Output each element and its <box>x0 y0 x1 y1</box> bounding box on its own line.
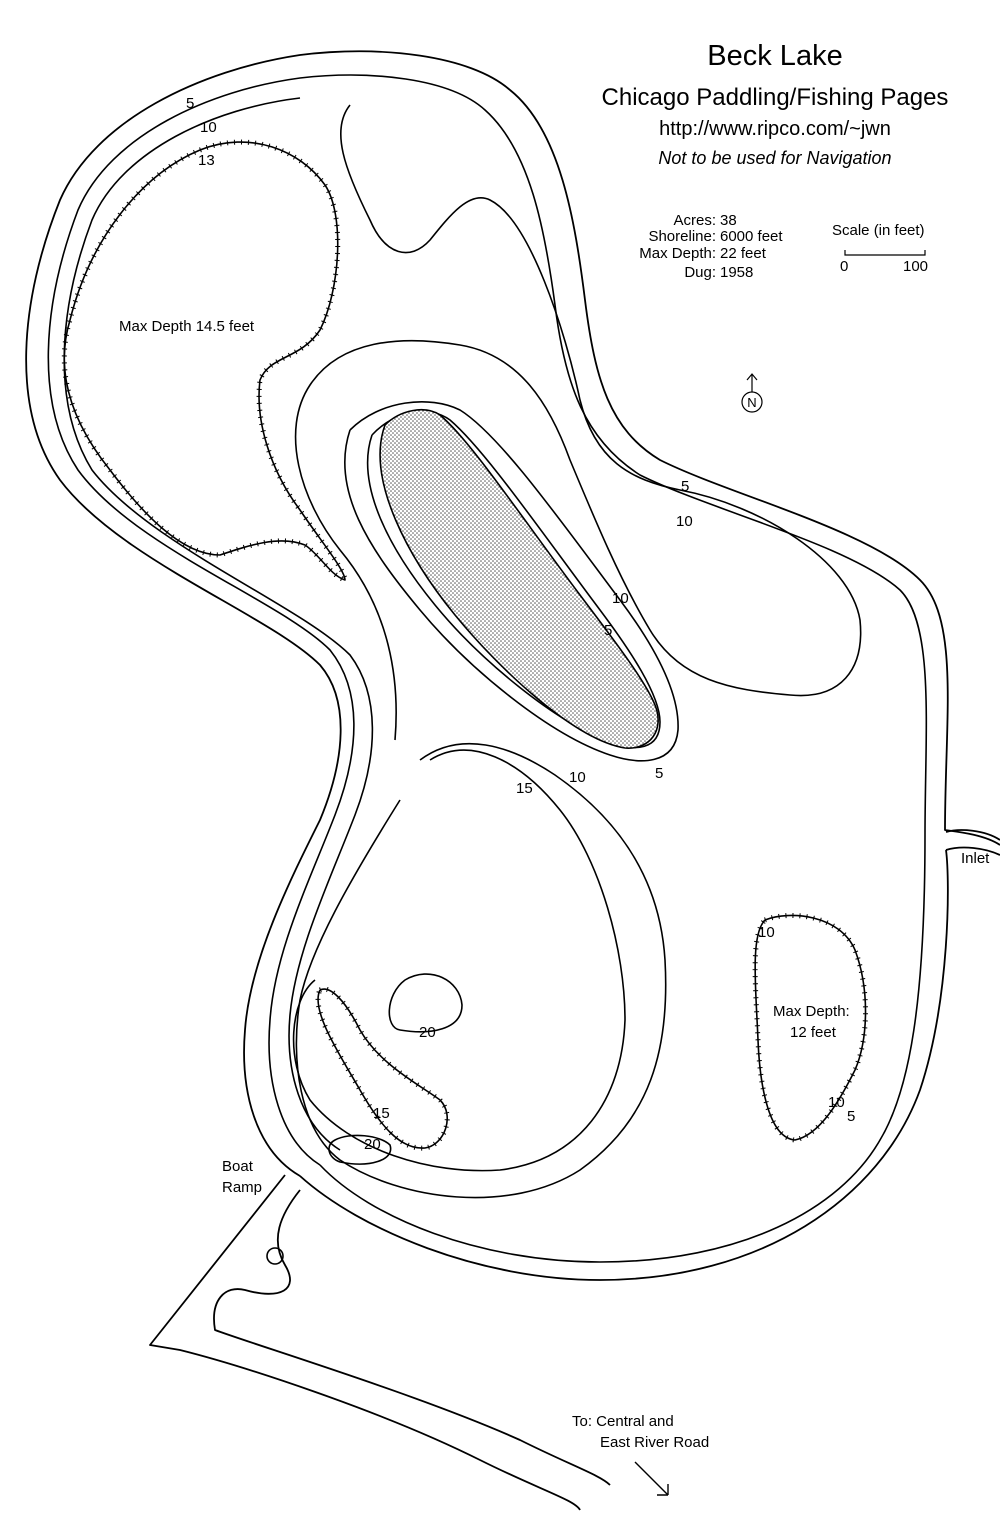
scale-title: Scale (in feet) <box>832 222 925 239</box>
contour-5-outer <box>47 74 928 1263</box>
stat-value: 22 feet <box>720 245 766 262</box>
contour-15-b <box>317 988 449 1149</box>
map-url: http://www.ripco.com/~jwn <box>659 118 891 140</box>
boat-ramp-label-line1: Boat <box>222 1158 254 1175</box>
depth-label: 10 <box>200 119 217 136</box>
inlet-channel <box>945 829 1000 856</box>
boat-ramp-turnaround <box>266 1247 284 1265</box>
stat-value: 6000 feet <box>720 228 783 245</box>
scale-min: 0 <box>840 258 849 275</box>
contour-20-a <box>388 973 463 1033</box>
contour-10-east-basin <box>754 914 867 1141</box>
island <box>379 409 659 749</box>
road-label-line2: East River Road <box>600 1434 709 1451</box>
contour-13-nw-hachure <box>61 139 348 584</box>
nw-max-depth: Max Depth 14.5 feet <box>119 318 255 335</box>
map-title: Beck Lake <box>707 40 843 72</box>
shoreline <box>25 50 1000 1281</box>
inlet-label: Inlet <box>961 850 990 867</box>
contour-10-east <box>295 742 667 1199</box>
boat-ramp-label-line2: Ramp <box>222 1179 262 1196</box>
scale-max: 100 <box>903 258 929 275</box>
contour-13-nw <box>63 141 346 581</box>
east-max-depth-line2: 12 feet <box>790 1024 837 1041</box>
depth-label: 20 <box>419 1024 436 1041</box>
depth-label: 15 <box>516 780 533 797</box>
depth-label: 5 <box>655 765 663 782</box>
island-contour-5 <box>366 410 661 749</box>
depth-label: 13 <box>198 152 215 169</box>
north-arrow-icon: N <box>741 373 763 413</box>
stat-value: 1958 <box>720 264 754 281</box>
navigation-warning: Not to be used for Navigation <box>658 148 892 168</box>
boat-ramp-road <box>149 1174 611 1511</box>
depth-label: 5 <box>186 95 194 112</box>
north-letter: N <box>747 395 756 410</box>
scale-bar <box>844 250 926 256</box>
map-subtitle: Chicago Paddling/Fishing Pages <box>601 84 949 111</box>
depth-label: 10 <box>612 590 629 607</box>
road-label-line1: To: Central and <box>572 1413 674 1430</box>
contour-20-b <box>328 1134 392 1165</box>
contour-15 <box>292 749 626 1172</box>
depth-label: 10 <box>828 1094 845 1111</box>
east-max-depth-line1: Max Depth: <box>773 1003 850 1020</box>
depth-label: 10 <box>758 924 775 941</box>
depth-labels: 5 10 13 5 10 10 5 5 10 15 20 15 20 10 10… <box>186 95 855 1153</box>
island-contour-10 <box>344 401 679 762</box>
depth-label: 10 <box>676 513 693 530</box>
depth-label: 5 <box>847 1108 855 1125</box>
stat-label: Max Depth: <box>639 245 716 262</box>
stat-label: Acres: <box>673 212 716 229</box>
road-arrow <box>634 1461 669 1496</box>
depth-label: 15 <box>373 1105 390 1122</box>
contour-5-nw-lobe <box>294 104 862 741</box>
stat-label: Dug: <box>684 264 716 281</box>
depth-label: 5 <box>681 478 689 495</box>
depth-label: 20 <box>364 1136 381 1153</box>
stat-value: 38 <box>720 212 737 229</box>
road-arrow-head <box>657 1484 669 1496</box>
stat-label: Shoreline: <box>648 228 716 245</box>
depth-label: 10 <box>569 769 586 786</box>
contour-10-west <box>63 97 374 1151</box>
depth-label: 5 <box>604 622 612 639</box>
